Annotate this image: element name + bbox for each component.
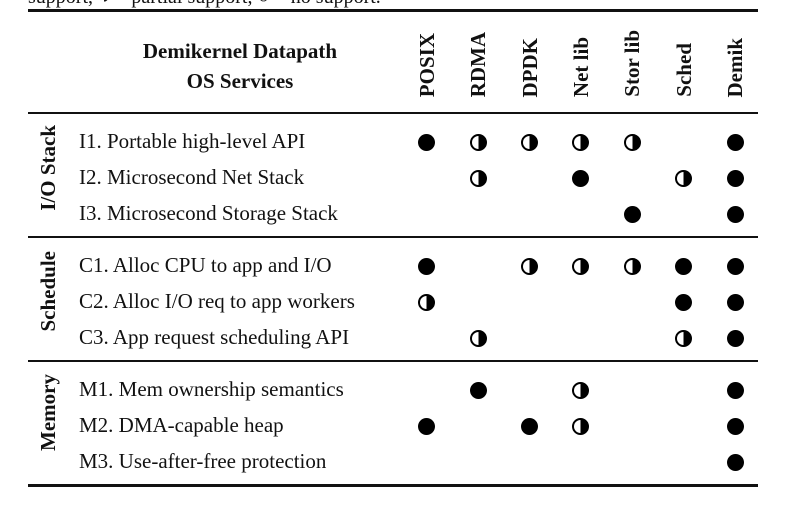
row-label: C3. App request scheduling API <box>79 325 350 349</box>
header-title-line1: Demikernel Datapath <box>142 39 338 63</box>
row-label: I1. Portable high-level API <box>79 129 306 153</box>
partial-support-icon <box>571 381 589 399</box>
partial-support-icon <box>469 133 487 151</box>
partial-support-icon <box>623 133 641 151</box>
caption-fragment: support, ◑ = partial support, ○ = no sup… <box>28 0 381 9</box>
partial-support-icon <box>417 293 435 311</box>
row-label: I2. Microsecond Net Stack <box>79 165 305 189</box>
full-support-icon <box>726 293 744 311</box>
group-rule-1 <box>28 236 758 238</box>
column-header-stor-lib: Stor lib <box>620 30 644 97</box>
row-label: M1. Mem ownership semantics <box>79 377 344 401</box>
full-support-icon <box>417 417 435 435</box>
column-header-net-lib: Net lib <box>569 36 593 97</box>
full-support-icon <box>726 133 744 151</box>
header-rule <box>28 112 758 114</box>
partial-support-icon <box>469 169 487 187</box>
column-header-posix: POSIX <box>415 32 439 97</box>
column-header-demik: Demik <box>723 37 747 98</box>
group-rule-2 <box>28 360 758 362</box>
partial-support-icon <box>571 133 589 151</box>
partial-support-icon <box>520 133 538 151</box>
row-label: C1. Alloc CPU to app and I/O <box>79 253 332 277</box>
column-header-dpdk: DPDK <box>518 37 542 98</box>
partial-support-icon <box>674 329 692 347</box>
row-label: C2. Alloc I/O req to app workers <box>79 289 355 313</box>
column-header-rdma: RDMA <box>466 31 490 97</box>
row-label: M2. DMA-capable heap <box>79 413 284 437</box>
group-label-schedule: Schedule <box>36 251 60 332</box>
header-title-line2: OS Services <box>186 69 294 93</box>
group-label-io-stack: I/O Stack <box>36 125 60 211</box>
top-rule <box>28 9 758 12</box>
bottom-rule <box>28 484 758 487</box>
full-support-icon <box>726 169 744 187</box>
full-support-icon <box>469 381 487 399</box>
partial-support-icon <box>520 257 538 275</box>
row-label: M3. Use-after-free protection <box>79 449 327 473</box>
full-support-icon <box>674 257 692 275</box>
partial-support-icon <box>571 257 589 275</box>
group-label-memory: Memory <box>36 374 60 451</box>
partial-support-icon <box>469 329 487 347</box>
full-support-icon <box>571 169 589 187</box>
column-header-sched: Sched <box>672 43 696 97</box>
full-support-icon <box>674 293 692 311</box>
partial-support-icon <box>571 417 589 435</box>
partial-support-icon <box>623 257 641 275</box>
partial-support-icon <box>674 169 692 187</box>
header-title: Demikernel Datapath OS Services <box>106 36 374 96</box>
full-support-icon <box>726 205 744 223</box>
full-support-icon <box>726 453 744 471</box>
full-support-icon <box>623 205 641 223</box>
full-support-icon <box>520 417 538 435</box>
row-label: I3. Microsecond Storage Stack <box>79 201 338 225</box>
full-support-icon <box>417 257 435 275</box>
full-support-icon <box>726 329 744 347</box>
full-support-icon <box>726 257 744 275</box>
full-support-icon <box>417 133 435 151</box>
full-support-icon <box>726 381 744 399</box>
full-support-icon <box>726 417 744 435</box>
